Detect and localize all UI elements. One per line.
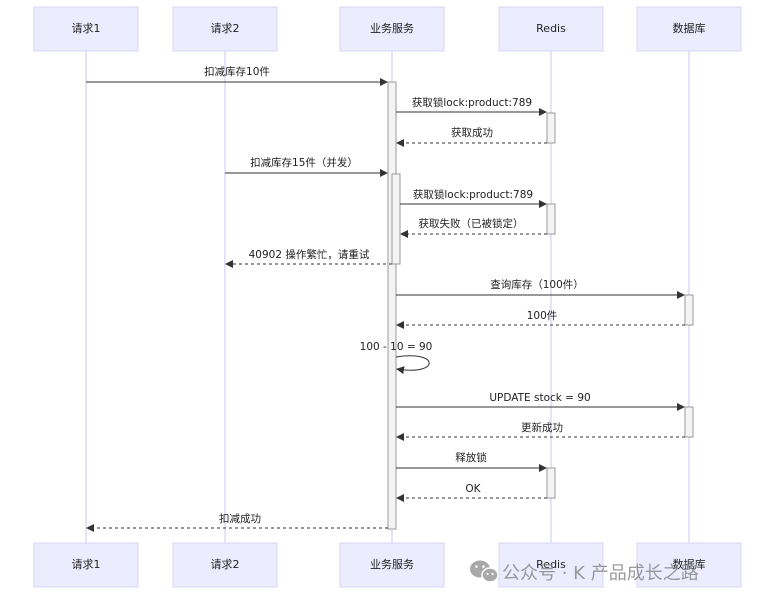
message-15: 扣减成功 (86, 512, 388, 532)
message-8: 查询库存（100件） (396, 278, 685, 299)
activation-redis-1 (546, 112, 556, 144)
actor-label: 请求1 (72, 22, 101, 35)
activation-service-main (387, 81, 397, 530)
activation-database-2 (684, 406, 694, 438)
actor-redis-bottom: Redis (498, 542, 604, 588)
message-4: 扣减库存15件（并发） (225, 156, 388, 177)
watermark-text: 公众号 · K 产品成长之路 (502, 563, 699, 584)
message-7: 40902 操作繁忙，请重试 (225, 248, 392, 268)
actor-request1-bottom: 请求1 (33, 542, 139, 588)
actor-request2-top: 请求2 (172, 6, 278, 52)
message-5: 获取锁lock:product:789 (400, 188, 547, 208)
message-label: 获取锁lock:product:789 (412, 96, 532, 109)
actor-label: 请求1 (72, 558, 101, 571)
actor-database-bottom: 数据库 (636, 542, 742, 588)
message-label: OK (465, 483, 481, 495)
message-label: 查询库存（100件） (490, 278, 584, 291)
message-14: OK (396, 483, 547, 502)
actor-label: 数据库 (673, 21, 706, 35)
actor-label: 请求2 (211, 22, 240, 35)
message-6: 获取失败（已被锁定） (400, 217, 547, 238)
actor-request1-top: 请求1 (33, 6, 139, 52)
wechat-icon (470, 560, 499, 583)
activation-redis-3 (546, 467, 556, 499)
message-12: 更新成功 (396, 421, 685, 441)
message-label: 100件 (527, 310, 558, 322)
activation-redis-2 (546, 203, 556, 235)
actor-label: 数据库 (673, 557, 706, 571)
message-11: UPDATE stock = 90 (396, 392, 685, 411)
activation-database-1 (684, 294, 694, 326)
message-label: 获取成功 (451, 127, 493, 139)
message-label: UPDATE stock = 90 (489, 392, 590, 404)
message-label: 获取锁lock:product:789 (413, 188, 533, 201)
message-3: 获取成功 (396, 127, 547, 147)
actor-label: Redis (536, 558, 566, 571)
actor-service-top: 业务服务 (339, 6, 445, 52)
message-label: 100 - 10 = 90 (360, 341, 433, 353)
actor-database-top: 数据库 (636, 6, 742, 52)
message-1: 扣减库存10件 (86, 65, 388, 86)
watermark: 公众号 · K 产品成长之路 (470, 560, 699, 584)
message-13: 释放锁 (396, 451, 547, 472)
message-10-self: 100 - 10 = 90 (360, 341, 433, 375)
actor-redis-top: Redis (498, 6, 604, 52)
actor-label: 业务服务 (370, 558, 414, 571)
message-label: 获取失败（已被锁定） (419, 217, 524, 230)
message-label: 释放锁 (455, 451, 487, 464)
message-9: 100件 (396, 310, 685, 329)
message-label: 更新成功 (521, 421, 563, 434)
message-2: 获取锁lock:product:789 (396, 96, 547, 116)
actor-label: Redis (536, 22, 566, 35)
actor-label: 请求2 (211, 558, 240, 571)
message-label: 40902 操作繁忙，请重试 (249, 248, 370, 261)
actor-label: 业务服务 (370, 22, 414, 35)
message-label: 扣减成功 (219, 512, 261, 525)
activation-service-concurrent (391, 173, 401, 265)
message-label: 扣减库存15件（并发） (250, 156, 358, 169)
actor-request2-bottom: 请求2 (172, 542, 278, 588)
message-label: 扣减库存10件 (204, 65, 270, 78)
actor-service-bottom: 业务服务 (339, 542, 445, 588)
